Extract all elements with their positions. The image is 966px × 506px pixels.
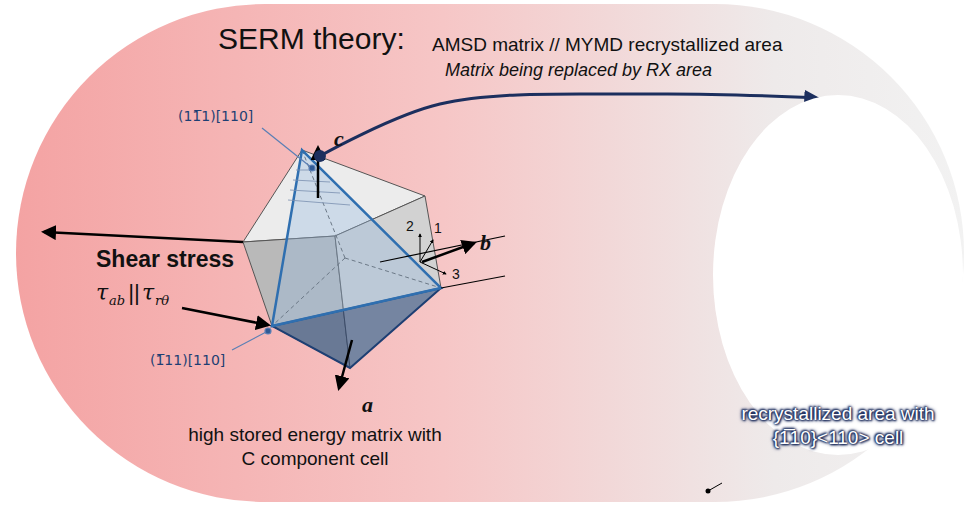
plane-label: (1̅11)[110]: [150, 352, 225, 368]
edge-label: Matrix being replaced by RX area: [445, 60, 712, 81]
shear-arrows: [44, 232, 268, 325]
small-dot: [706, 483, 723, 494]
axis-number: 1: [434, 220, 442, 236]
background-band: [16, 4, 964, 502]
parallel-sign: ||: [128, 280, 139, 305]
transition-arrow: [314, 94, 816, 162]
subscript: rθ: [155, 294, 169, 309]
recrystallized-circle: recrystallized area with {1̅10}<110> cel…: [713, 95, 963, 455]
matrix-region: high stored energy matrix with C compone…: [170, 156, 460, 476]
circle-outline: [713, 95, 963, 455]
node-text: high stored energy matrix with C compone…: [188, 423, 443, 472]
node-text: recrystallized area with {1̅10}<110> cel…: [728, 402, 948, 451]
axis-label: a: [362, 392, 373, 417]
axis-label: b: [480, 230, 491, 255]
stress-symbol: τ: [96, 280, 108, 305]
subtitle: AMSD matrix // MYMD recrystallized area: [432, 34, 783, 56]
title: SERM theory:: [218, 22, 405, 57]
stress-label: Shear stress: [96, 246, 234, 272]
axis-arrows: [318, 148, 505, 388]
axis-number: 2: [406, 218, 414, 234]
leader-lines: [232, 128, 315, 350]
plane-label: (11̅1)[110]: [178, 108, 253, 124]
axis-label: c: [334, 126, 344, 151]
axis-number: 3: [452, 266, 460, 282]
matrix-cube: [243, 150, 441, 368]
stress-symbol: τ: [142, 280, 154, 305]
subscript: ab: [109, 294, 125, 309]
